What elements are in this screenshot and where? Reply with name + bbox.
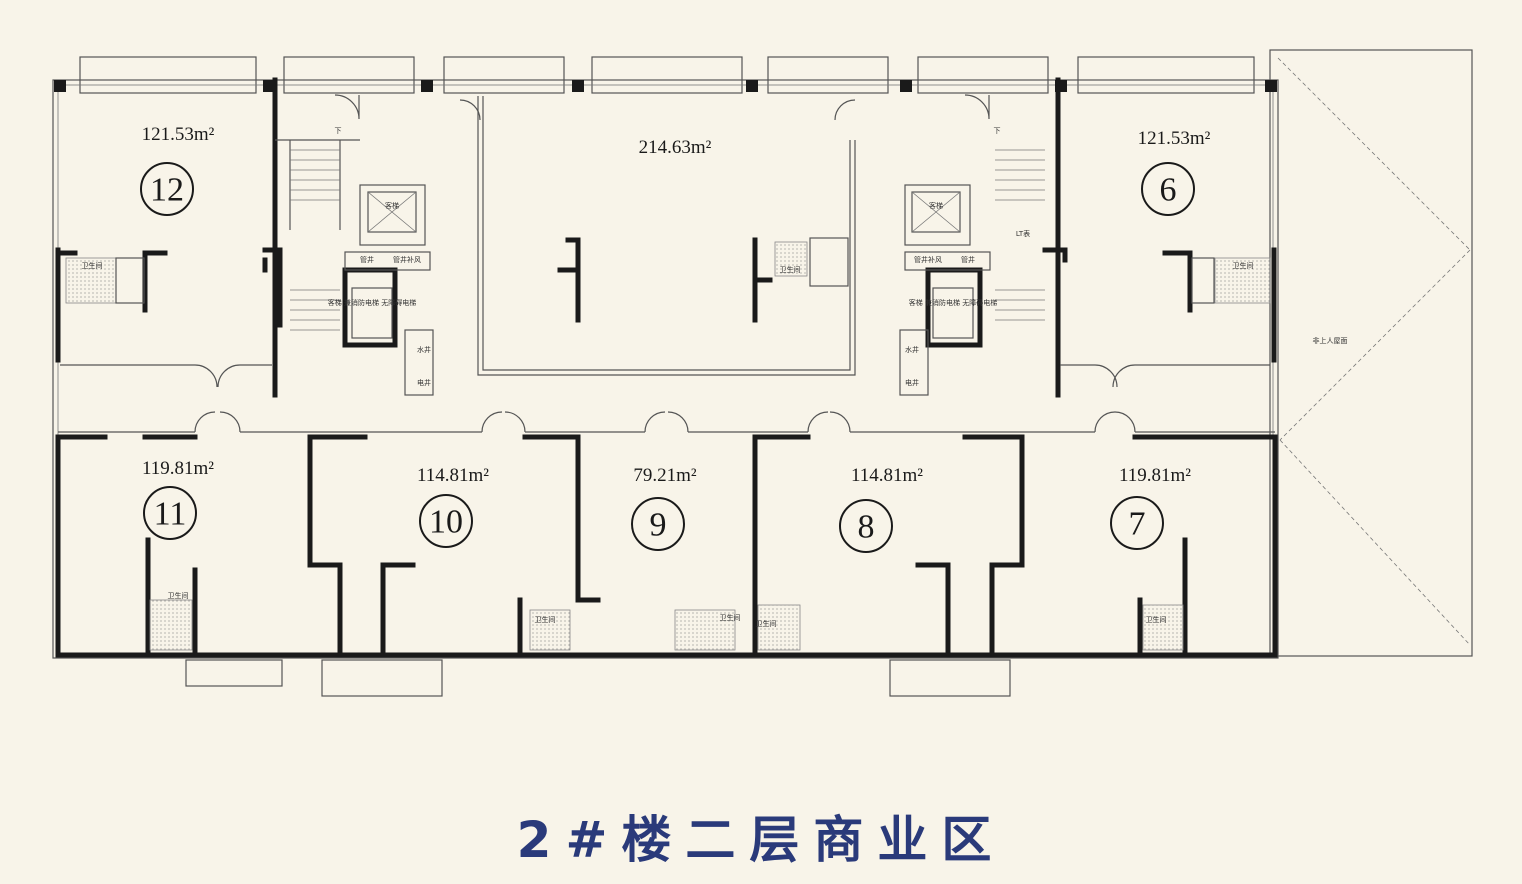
right-lt-label: LT表 xyxy=(1016,229,1030,238)
right-water-label: 水井 xyxy=(905,345,919,354)
unit-12: 121.53m² 12 xyxy=(140,124,215,216)
unit-11-area: 119.81m² xyxy=(142,458,214,479)
unit-10: 114.81m² 10 xyxy=(417,465,489,548)
unit-11-number: 11 xyxy=(154,496,187,533)
right-fire-elevator-label: 客梯 兼消防电梯 无障碍电梯 xyxy=(909,298,997,307)
unit-11: 119.81m² 11 xyxy=(142,458,214,540)
unit-9-area: 79.21m² xyxy=(633,465,697,486)
unit-7-toilet-label: 卫生间 xyxy=(1146,615,1167,624)
page-title: 2#楼二层商业区 xyxy=(516,811,1006,869)
unit-10-circle xyxy=(419,494,473,548)
unit-10-toilet-label: 卫生间 xyxy=(535,615,556,624)
unit-9-toilet-label: 卫生间 xyxy=(720,613,741,622)
left-stair-down: 下 xyxy=(335,127,342,135)
unit-6-circle xyxy=(1141,162,1195,216)
right-electric-label: 电井 xyxy=(905,378,919,387)
columns xyxy=(54,80,1277,92)
outer-walls xyxy=(52,79,1279,659)
right-shaft-label: 管井补风 xyxy=(914,255,942,264)
central-hall-area: 214.63m² xyxy=(639,137,712,158)
unit-8-toilet-label: 卫生间 xyxy=(756,619,777,628)
unit-8-area: 114.81m² xyxy=(851,465,923,486)
unit-8-circle xyxy=(839,499,893,553)
unit-10-area: 114.81m² xyxy=(417,465,489,486)
left-elevator-label: 客梯 xyxy=(385,201,399,210)
left-stair-core: 客梯 客梯 兼消防电梯 无障碍电梯 管井 管井补风 水井 电井 下 xyxy=(262,77,434,398)
unit-6-area: 121.53m² xyxy=(1138,128,1211,149)
lower-corridor xyxy=(55,431,1278,658)
unit-8: 114.81m² 8 xyxy=(839,465,923,553)
hall-toilet-label: 卫生间 xyxy=(780,265,801,274)
lower-unit-walls: 卫生间 卫生间 卫生间 卫生间 卫生间 xyxy=(55,434,1278,658)
roof-label: 非上人屋面 xyxy=(1313,336,1348,345)
unit-9: 79.21m² 9 xyxy=(631,465,697,551)
left-electric-label: 电井 xyxy=(417,378,431,387)
unit-7-number: 7 xyxy=(1129,506,1146,543)
unit-10-number: 10 xyxy=(429,504,463,541)
right-stair-down: 下 xyxy=(994,127,1001,135)
door-swings xyxy=(194,411,1136,433)
unit-6-walls: 卫生间 xyxy=(1060,247,1277,388)
bottom-balconies xyxy=(185,659,1011,697)
left-water-label: 水井 xyxy=(417,345,431,354)
central-hall: 卫生间 xyxy=(459,96,856,376)
unit-6: 121.53m² 6 xyxy=(1138,128,1211,216)
unit-11-toilet-label: 卫生间 xyxy=(168,591,189,600)
unit-12-toilet-label: 卫生间 xyxy=(82,261,103,270)
unit-9-number: 9 xyxy=(650,507,667,544)
unit-12-walls: 卫生间 xyxy=(55,247,272,388)
left-shaft-label: 管井补风 xyxy=(393,255,421,264)
right-stair-core: 客梯 客梯 兼消防电梯 无障碍电梯 管井补风 管井 水井 电井 LT表 下 xyxy=(899,77,1068,398)
unit-11-circle xyxy=(143,486,197,540)
right-elevator-label: 客梯 xyxy=(929,201,943,210)
unit-7-circle xyxy=(1110,496,1164,550)
unit-7-area: 119.81m² xyxy=(1119,465,1191,486)
roof-area: 非上人屋面 xyxy=(1269,49,1473,657)
unit-6-number: 6 xyxy=(1160,172,1177,209)
left-fire-elevator-label: 客梯 兼消防电梯 无障碍电梯 xyxy=(328,298,416,307)
top-balconies xyxy=(79,56,1255,94)
right-pipe-label: 管井 xyxy=(961,255,975,264)
unit-12-circle xyxy=(140,162,194,216)
left-pipe-label: 管井 xyxy=(360,255,374,264)
unit-7: 119.81m² 7 xyxy=(1110,465,1191,550)
unit-12-number: 12 xyxy=(150,172,184,209)
unit-6-toilet-label: 卫生间 xyxy=(1233,261,1254,270)
unit-12-area: 121.53m² xyxy=(142,124,215,145)
unit-8-number: 8 xyxy=(858,509,875,546)
unit-9-circle xyxy=(631,497,685,551)
